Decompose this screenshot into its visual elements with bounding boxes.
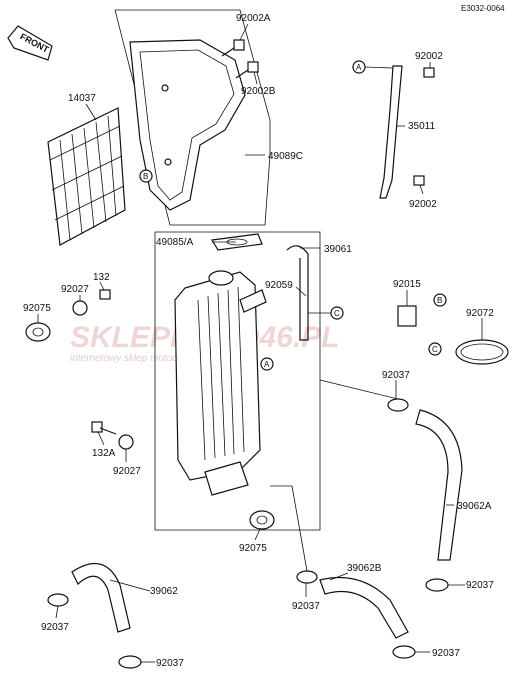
ref-b-clip: B: [433, 293, 447, 307]
label-92027-bottom: 92027: [113, 466, 141, 477]
watermark-tagline: internetowy sklep motocyklowy: [70, 353, 208, 364]
clip-92015-icon: [397, 305, 417, 327]
hose-39062a: [415, 409, 463, 561]
diagram-code: E3032-0064: [461, 4, 505, 13]
ref-a-top: A: [352, 60, 394, 74]
label-92059: 92059: [265, 280, 293, 291]
collar-top-icon: [72, 289, 111, 316]
clamp-right-icon: [425, 578, 449, 592]
label-92002-top: 92002: [415, 51, 443, 62]
label-92037-right: 92037: [466, 580, 494, 591]
ref-b-shroud: B: [139, 169, 153, 183]
label-49089c: 49089C: [268, 151, 303, 162]
label-92002-bottom: 92002: [409, 199, 437, 210]
leader-lines: [37, 23, 483, 663]
label-39061: 39061: [324, 244, 352, 255]
grommet-bottom-icon: [249, 510, 275, 530]
label-39062a: 39062A: [457, 501, 492, 512]
label-92015: 92015: [393, 279, 421, 290]
bolt-92002b-icon: [235, 61, 259, 79]
hose-39062: [71, 563, 131, 633]
label-35011: 35011: [408, 121, 436, 132]
radiator-frame: [154, 231, 321, 531]
svg-text:A: A: [356, 63, 362, 72]
svg-text:B: B: [437, 296, 442, 305]
radiator-stay: [379, 65, 435, 199]
svg-text:A: A: [264, 360, 270, 369]
shroud-frame: [114, 9, 271, 226]
label-92002b: 92002B: [241, 86, 276, 97]
collar-bottom-icon: [91, 421, 134, 450]
label-14037: 14037: [68, 93, 96, 104]
label-92037-bottom: 92037: [156, 658, 184, 669]
label-92037-center: 92037: [292, 601, 320, 612]
label-39062b: 39062B: [347, 563, 382, 574]
clamp-mid-icon: [387, 398, 409, 412]
clamp-center-icon: [296, 570, 318, 584]
label-92037-bottom-right: 92037: [432, 648, 460, 659]
label-39062: 39062: [150, 586, 178, 597]
bolt-92002a-icon: [221, 39, 245, 57]
label-132a: 132A: [92, 448, 116, 459]
svg-text:B: B: [143, 172, 148, 181]
label-132: 132: [93, 272, 110, 283]
label-92075-left: 92075: [23, 303, 51, 314]
clamp-left-icon: [47, 593, 69, 607]
band-92072-icon: [455, 339, 509, 365]
radiator-screen: [47, 107, 126, 246]
svg-text:C: C: [432, 345, 438, 354]
ref-a-radiator: A: [260, 357, 274, 371]
label-92037-mid: 92037: [382, 370, 410, 381]
ref-c-band: C: [428, 342, 442, 356]
svg-text:C: C: [334, 309, 340, 318]
label-92027-top: 92027: [61, 284, 89, 295]
label-92072: 92072: [466, 308, 494, 319]
label-49085a: 49085/A: [156, 237, 194, 248]
grommet-left-icon: [25, 322, 51, 342]
clamp-bottom-icon: [118, 655, 142, 669]
radiator: [174, 270, 267, 496]
radiator-shroud: [129, 39, 246, 211]
hose-39062b: [319, 576, 409, 639]
front-arrow-icon: FRONT: [7, 25, 53, 61]
label-92002a: 92002A: [236, 13, 271, 24]
clamp-bottom-right-icon: [392, 645, 416, 659]
label-92075-bottom: 92075: [239, 543, 267, 554]
ref-c-tube: C: [308, 306, 344, 320]
label-92037-left: 92037: [41, 622, 69, 633]
